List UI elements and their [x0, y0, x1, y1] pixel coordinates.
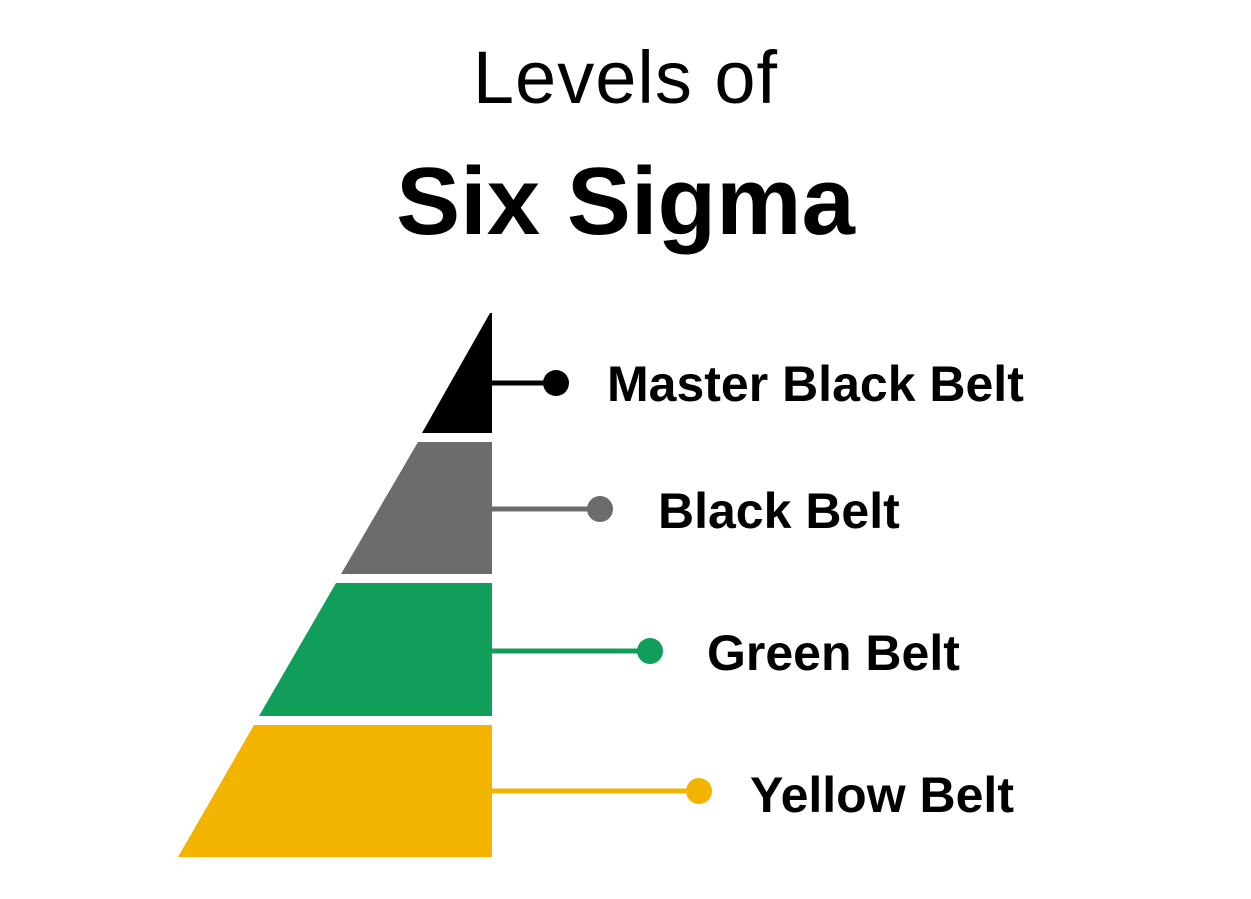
tier-yellow-belt: Yellow Belt [178, 725, 1014, 857]
title-six-sigma: Six Sigma [396, 148, 855, 255]
label-green-belt: Green Belt [707, 625, 960, 681]
tier-master-black-belt: Master Black Belt [422, 313, 1024, 433]
connector-dot-black-belt [587, 496, 613, 522]
label-yellow-belt: Yellow Belt [750, 767, 1014, 823]
connector-dot-yellow-belt [686, 778, 712, 804]
tier-black-belt: Black Belt [341, 442, 900, 574]
connector-dot-green-belt [637, 638, 663, 664]
connector-dot-master-black-belt [543, 370, 569, 396]
tier-shape-black-belt [341, 442, 492, 574]
tier-green-belt: Green Belt [259, 583, 960, 716]
tier-shape-master-black-belt [422, 313, 492, 433]
tier-shape-green-belt [259, 583, 492, 716]
label-master-black-belt: Master Black Belt [607, 356, 1024, 412]
title-levels-of: Levels of [472, 36, 779, 119]
label-black-belt: Black Belt [658, 483, 900, 539]
tier-shape-yellow-belt [178, 725, 492, 857]
